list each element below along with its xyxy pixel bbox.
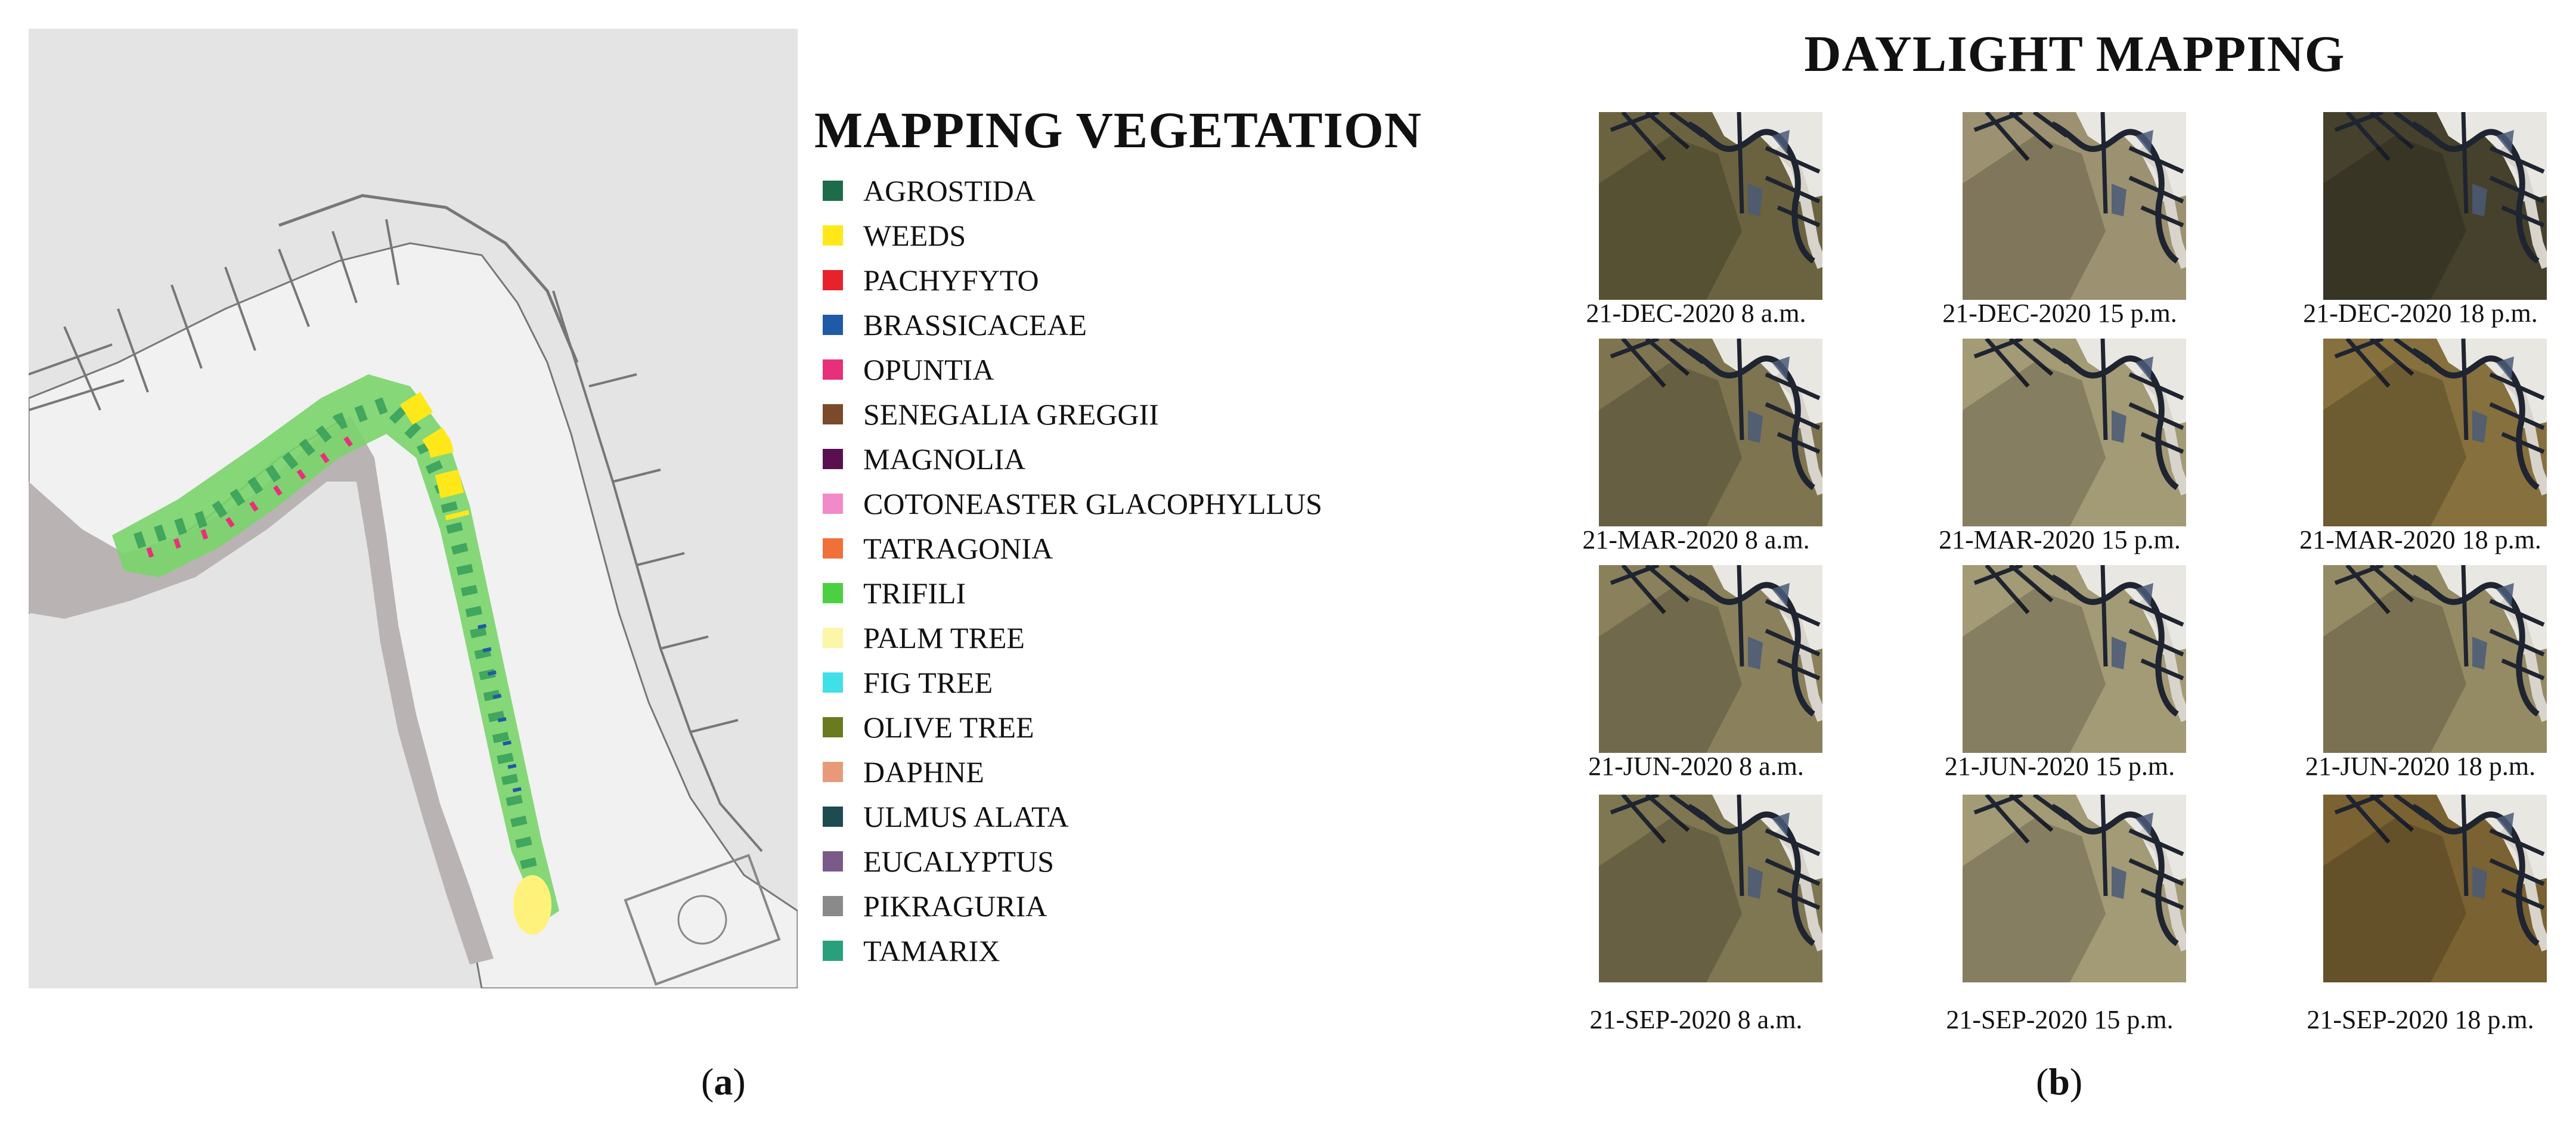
legend-item: AGROSTIDA (814, 168, 1470, 213)
daylight-map-drawing (2323, 339, 2547, 526)
legend-label: AGROSTIDA (863, 173, 1036, 207)
legend-swatch (823, 851, 843, 872)
legend-label: TAMARIX (863, 933, 1000, 967)
daylight-thumbnail (1963, 339, 2186, 526)
daylight-caption: 21-JUN-2020 8 a.m. (1588, 752, 1804, 781)
daylight-caption: 21-MAR-2020 15 p.m. (1939, 525, 2181, 554)
legend-label: TRIFILI (863, 576, 966, 610)
legend-label: PACHYFYTO (863, 263, 1039, 297)
legend-swatch (823, 448, 843, 469)
legend-item: PIKRAGURIA (814, 883, 1470, 928)
daylight-caption: 21-JUN-2020 18 p.m. (2305, 752, 2536, 781)
legend-item: BRASSICACEAE (814, 302, 1470, 347)
daylight-map-drawing (1599, 339, 1822, 526)
legend-items: AGROSTIDA WEEDS PACHYFYTO BRASSICACEAE OPUNT… (814, 168, 1470, 973)
legend-label: OPUNTIA (863, 352, 994, 386)
legend-label: WEEDS (863, 218, 966, 252)
legend-swatch (823, 627, 843, 648)
daylight-caption: 21-JUN-2020 15 p.m. (1944, 752, 2175, 781)
legend-item: OLIVE TREE (814, 705, 1470, 749)
legend-label: PALM TREE (863, 621, 1025, 655)
legend-label: TATRAGONIA (863, 531, 1053, 565)
legend-swatch (823, 314, 843, 335)
legend-item: SENEGALIA GREGGII (814, 392, 1470, 436)
vegetation-map (29, 29, 798, 988)
daylight-caption: 21-DEC-2020 18 p.m. (2303, 299, 2538, 328)
legend-label: FIG TREE (863, 665, 993, 699)
daylight-title: DAYLIGHT MAPPING (1804, 25, 2345, 82)
daylight-caption: 21-SEP-2020 8 a.m. (1589, 1005, 1803, 1034)
daylight-map-drawing (1963, 112, 2186, 300)
legend-title: MAPPING VEGETATION (814, 101, 1422, 159)
legend-swatch (823, 269, 843, 290)
daylight-thumbnail (1599, 565, 1822, 753)
legend-item: DAPHNE (814, 749, 1470, 794)
daylight-thumbnail (2323, 565, 2547, 753)
legend-label: PIKRAGURIA (863, 889, 1047, 923)
legend-item: TAMARIX (814, 928, 1470, 973)
legend-swatch (823, 225, 843, 246)
legend-item: PALM TREE (814, 615, 1470, 660)
legend-label: EUCALYPTUS (863, 844, 1055, 878)
legend-item: PACHYFYTO (814, 258, 1470, 302)
daylight-thumbnail (1599, 339, 1822, 526)
legend-label: ULMUS ALATA (863, 799, 1069, 833)
legend-swatch (823, 717, 843, 737)
legend-swatch (823, 672, 843, 693)
daylight-thumbnail (1599, 112, 1822, 300)
daylight-thumbnail (1963, 565, 2186, 753)
legend-swatch (823, 806, 843, 827)
daylight-map-drawing (1963, 339, 2186, 526)
daylight-thumbnail (1599, 795, 1822, 982)
legend-swatch (823, 359, 843, 380)
panel-a-label: (a) (701, 1060, 746, 1103)
daylight-caption: 21-SEP-2020 15 p.m. (1946, 1005, 2174, 1034)
legend-label: BRASSICACEAE (863, 308, 1087, 342)
legend-label: MAGNOLIA (863, 442, 1026, 476)
vegetation-legend: MAPPING VEGETATION AGROSTIDA WEEDS PACHYFY… (814, 100, 1470, 973)
legend-item: OPUNTIA (814, 347, 1470, 392)
legend-swatch (823, 404, 843, 424)
legend-label: COTONEASTER GLACOPHYLLUS (863, 486, 1322, 520)
daylight-thumbnail (2323, 339, 2547, 526)
legend-swatch (823, 538, 843, 559)
daylight-caption: 21-SEP-2020 18 p.m. (2307, 1005, 2534, 1034)
legend-label: OLIVE TREE (863, 710, 1034, 744)
daylight-map-drawing (1599, 795, 1822, 982)
daylight-thumbnail (1963, 112, 2186, 300)
legend-swatch (823, 940, 843, 961)
panel-b-label: (b) (2036, 1060, 2083, 1103)
legend-item: TRIFILI (814, 570, 1470, 615)
legend-item: FIG TREE (814, 660, 1470, 705)
daylight-caption: 21-MAR-2020 8 a.m. (1582, 525, 1810, 554)
legend-label: DAPHNE (863, 755, 984, 789)
legend-label: SENEGALIA GREGGII (863, 397, 1159, 431)
daylight-thumbnail (1963, 795, 2186, 982)
daylight-map-drawing (1599, 565, 1822, 753)
legend-item: EUCALYPTUS (814, 839, 1470, 883)
vegetation-map-drawing (29, 29, 798, 988)
daylight-map-drawing (2323, 112, 2547, 300)
legend-item: MAGNOLIA (814, 436, 1470, 481)
legend-item: COTONEASTER GLACOPHYLLUS (814, 481, 1470, 526)
legend-swatch (823, 180, 843, 201)
legend-item: TATRAGONIA (814, 526, 1470, 570)
daylight-map-drawing (2323, 565, 2547, 753)
daylight-caption: 21-MAR-2020 18 p.m. (2299, 525, 2541, 554)
legend-swatch (823, 761, 843, 782)
legend-item: ULMUS ALATA (814, 794, 1470, 839)
daylight-map-drawing (1963, 795, 2186, 982)
daylight-map-drawing (1599, 112, 1822, 300)
daylight-thumbnail (2323, 112, 2547, 300)
daylight-caption: 21-DEC-2020 15 p.m. (1942, 299, 2177, 328)
legend-item: WEEDS (814, 213, 1470, 258)
daylight-caption: 21-DEC-2020 8 a.m. (1586, 299, 1806, 328)
legend-swatch (823, 895, 843, 916)
legend-swatch (823, 493, 843, 514)
daylight-thumbnail (2323, 795, 2547, 982)
daylight-map-drawing (1963, 565, 2186, 753)
legend-swatch (823, 582, 843, 603)
daylight-map-drawing (2323, 795, 2547, 982)
